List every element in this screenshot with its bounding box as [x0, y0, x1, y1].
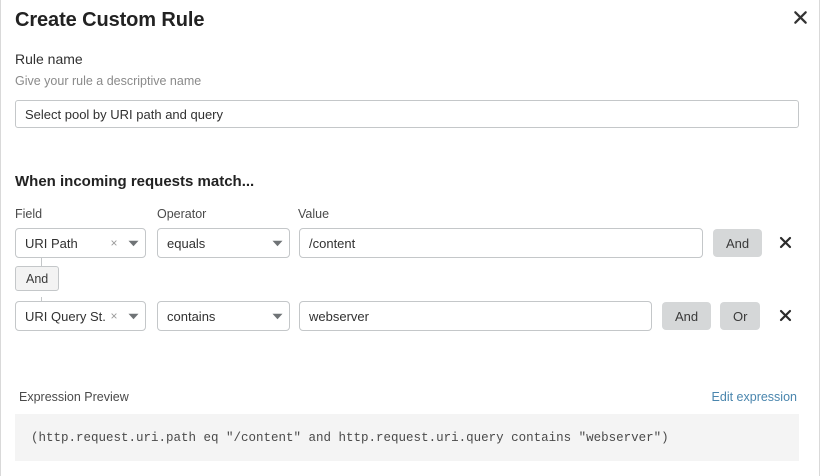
clear-icon[interactable]: ×: [110, 236, 118, 250]
clear-icon[interactable]: ×: [110, 309, 118, 323]
column-header-operator: Operator: [157, 207, 207, 221]
chevron-down-icon[interactable]: [121, 229, 145, 257]
value-input-row-1[interactable]: [299, 228, 703, 258]
or-button-row-2[interactable]: Or: [720, 302, 761, 330]
condition-row: URI Query St... × contains And Or: [1, 301, 820, 331]
field-select-value: URI Query St...: [25, 308, 107, 324]
value-input-row-2[interactable]: [299, 301, 652, 331]
condition-connector: And: [15, 258, 135, 306]
operator-select-value: contains: [167, 308, 216, 324]
remove-condition-row-2[interactable]: [776, 303, 794, 327]
dialog-title: Create Custom Rule: [15, 9, 205, 31]
close-icon[interactable]: [789, 6, 811, 28]
dialog-header: Create Custom Rule: [1, 0, 820, 44]
rule-name-help-text: Give your rule a descriptive name: [15, 74, 202, 88]
operator-select-row-2[interactable]: contains: [157, 301, 290, 331]
rule-name-label: Rule name: [15, 51, 83, 67]
chevron-down-icon[interactable]: [265, 229, 289, 257]
expression-preview-code: (http.request.uri.path eq "/content" and…: [15, 414, 799, 461]
conditions-heading: When incoming requests match...: [15, 173, 255, 190]
field-select-value: URI Path: [25, 235, 78, 251]
condition-row: URI Path × equals And: [1, 228, 820, 258]
and-button-row-2[interactable]: And: [662, 302, 712, 330]
and-button-row-1[interactable]: And: [713, 229, 763, 257]
connector-line-top: [41, 258, 42, 266]
connector-and-button[interactable]: And: [15, 266, 60, 291]
field-select-row-2[interactable]: URI Query St... ×: [15, 301, 146, 331]
expression-preview-label: Expression Preview: [19, 390, 129, 404]
rule-name-input[interactable]: [15, 100, 799, 128]
chevron-down-icon[interactable]: [265, 302, 289, 330]
operator-select-row-1[interactable]: equals: [157, 228, 290, 258]
remove-condition-row-1[interactable]: [776, 230, 794, 254]
chevron-down-icon[interactable]: [121, 302, 145, 330]
column-header-value: Value: [298, 207, 330, 221]
operator-select-value: equals: [167, 235, 206, 251]
edit-expression-link[interactable]: Edit expression: [711, 390, 797, 404]
column-header-field: Field: [15, 207, 43, 221]
field-select-row-1[interactable]: URI Path ×: [15, 228, 146, 258]
